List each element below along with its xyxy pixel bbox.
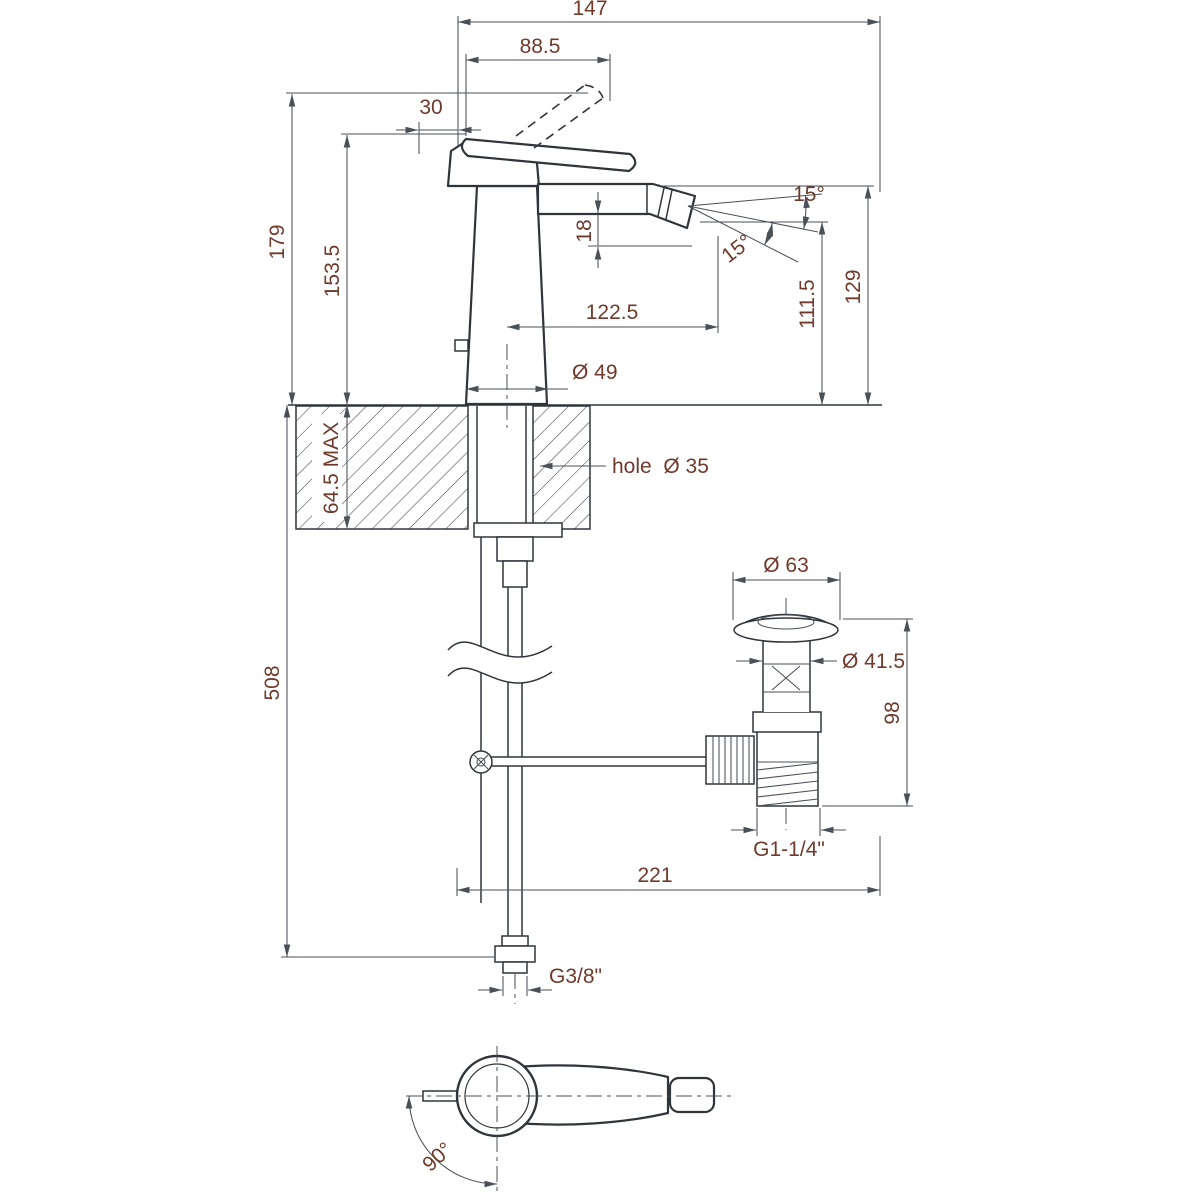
dim-49: Ø 49 — [466, 361, 618, 393]
linkage-nut — [705, 735, 755, 785]
faucet-handle — [460, 137, 637, 173]
dim-label-179: 179 — [266, 224, 289, 259]
under-deck-assembly — [447, 406, 709, 1004]
dim-88-5: 88.5 — [465, 35, 611, 136]
dim-label-221: 221 — [637, 864, 672, 887]
pop-up-rod — [489, 756, 709, 767]
faucet-body — [446, 138, 549, 406]
dim-179: 179 — [266, 92, 588, 405]
dim-147: 147 — [457, 0, 881, 192]
deck-section — [288, 404, 882, 530]
dim-g1-1-4: G1-1/4" — [731, 808, 846, 861]
faucet-spout — [536, 182, 697, 230]
bottom-view: 90° — [405, 1046, 736, 1196]
dim-122-5: 122.5 — [507, 236, 719, 333]
dim-41-5: Ø 41.5 — [736, 650, 905, 673]
drain-flange-mid — [752, 711, 822, 733]
body-side-tab — [454, 339, 469, 352]
dim-label-49: Ø 49 — [572, 361, 618, 384]
dim-63: Ø 63 — [732, 554, 841, 620]
dim-221: 221 — [456, 836, 881, 896]
supply-fitting — [494, 935, 536, 1004]
dim-label-153-5: 153.5 — [321, 245, 344, 298]
drain-top-flange — [733, 617, 839, 643]
dim-label-64-5-max: 64.5 MAX — [320, 422, 343, 514]
dim-g3-8: G3/8" — [478, 965, 602, 996]
dim-label-111-5: 111.5 — [796, 279, 819, 328]
dim-111-5: 111.5 — [700, 221, 828, 405]
dim-label-147: 147 — [572, 0, 607, 20]
dim-label-g1-1-4: G1-1/4" — [753, 838, 825, 861]
dim-30: 30 — [396, 96, 481, 154]
dim-153-5: 153.5 — [321, 133, 466, 405]
handle-lever — [503, 1064, 670, 1126]
dim-129: 129 — [660, 185, 874, 405]
dim-angle-15-top: 15° — [687, 183, 825, 233]
dim-label-15-bottom: 15° — [717, 230, 756, 268]
dim-label-hole-35: hole Ø 35 — [612, 455, 709, 478]
dim-label-63: Ø 63 — [763, 554, 809, 577]
dim-label-g3-8: G3/8" — [549, 965, 602, 988]
dim-label-129: 129 — [842, 269, 865, 304]
dim-label-98: 98 — [881, 701, 904, 724]
dim-508: 508 — [261, 405, 494, 958]
dim-label-122-5: 122.5 — [586, 301, 639, 324]
dim-label-88-5: 88.5 — [520, 35, 561, 58]
side-view — [288, 84, 882, 1004]
dim-label-90: 90° — [418, 1138, 457, 1176]
dim-angle-15-bottom: 15° — [687, 205, 799, 268]
dim-label-15-top: 15° — [793, 183, 825, 206]
dim-98: 98 — [822, 618, 913, 807]
handle-end-cap — [668, 1076, 716, 1114]
dim-label-508: 508 — [261, 665, 284, 700]
dim-label-41-5: Ø 41.5 — [842, 650, 905, 673]
dim-18: 18 — [573, 192, 692, 268]
dim-64-5-max: 64.5 MAX — [312, 405, 351, 529]
dim-hole-35: hole Ø 35 — [540, 455, 709, 478]
dimension-annotations: 147 88.5 30 179 153.5 64 — [261, 0, 913, 996]
dim-label-18: 18 — [573, 219, 596, 242]
drain-assembly — [705, 598, 839, 830]
dim-label-30: 30 — [419, 96, 442, 119]
faucet-handle-raised — [515, 84, 604, 149]
pipe-break — [448, 642, 552, 684]
